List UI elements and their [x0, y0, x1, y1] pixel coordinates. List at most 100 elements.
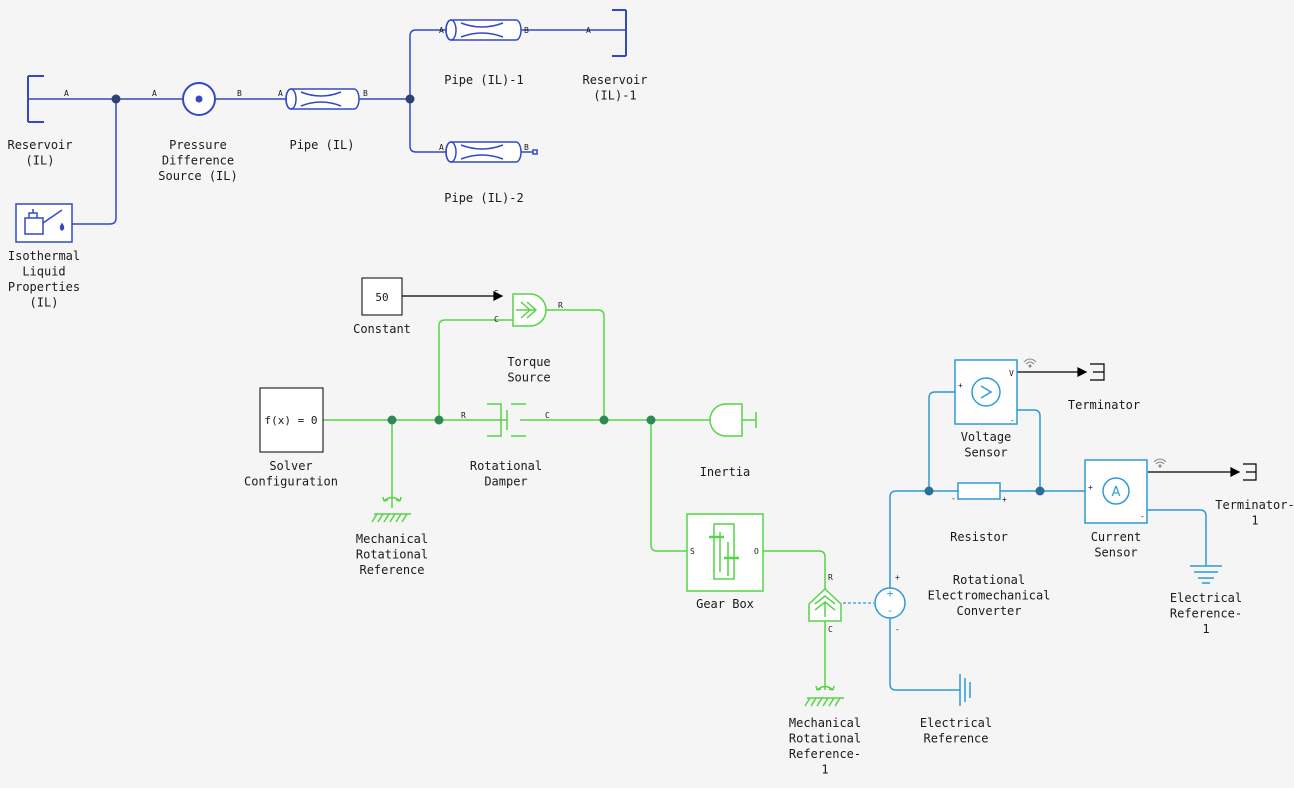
gear-box-label[interactable]: Gear Box [696, 597, 754, 611]
svg-text:V: V [1009, 369, 1014, 378]
pipe-2-block[interactable] [445, 141, 538, 163]
mechanical-reference-1-block[interactable] [804, 685, 844, 707]
constant-block[interactable]: 50 [361, 277, 403, 316]
svg-text:A: A [278, 89, 283, 98]
ammeter-icon: A [1102, 477, 1130, 505]
voltage-sensor-block[interactable] [954, 358, 1037, 425]
connection-line[interactable] [889, 490, 958, 588]
resistor-block[interactable] [957, 482, 1001, 500]
junction-dots [924, 486, 1045, 496]
wifi-icon [1153, 458, 1167, 468]
svg-text:A: A [152, 89, 157, 98]
connection-line[interactable] [72, 99, 117, 225]
connection-line[interactable] [409, 99, 446, 153]
signal-line[interactable] [402, 291, 504, 301]
reservoir-block[interactable] [27, 75, 44, 123]
connection-line[interactable] [546, 309, 605, 420]
current-sensor-block[interactable]: A [1084, 458, 1167, 524]
connection-line[interactable] [409, 29, 446, 99]
svg-text:R: R [461, 411, 466, 420]
inertia-block[interactable] [709, 403, 757, 437]
solver-equation: f(x) = 0 [265, 414, 318, 427]
electrical-reference-block[interactable] [959, 674, 971, 706]
terminator-label[interactable]: Terminator [1068, 398, 1140, 412]
resistor-icon [957, 482, 1001, 500]
electrical-ground-icon [959, 674, 971, 706]
connection-line[interactable] [889, 618, 960, 691]
svg-text:C: C [494, 315, 499, 324]
svg-text:+: + [895, 573, 900, 582]
connection-line[interactable] [763, 550, 826, 589]
svg-text:+: + [1002, 495, 1007, 504]
svg-text:A: A [1112, 485, 1121, 500]
isothermal-liquid-network [28, 29, 626, 225]
pipe-1-block[interactable] [445, 19, 522, 41]
solver-configuration-block[interactable]: f(x) = 0 [259, 387, 324, 453]
resistor-label[interactable]: Resistor [950, 530, 1008, 544]
reservoir-1-block[interactable] [612, 9, 627, 57]
voltmeter-icon [971, 377, 1001, 407]
svg-text:+: + [1088, 483, 1093, 492]
junction-dots [387, 415, 656, 425]
terminator-icon [1243, 463, 1257, 481]
gear-box-block[interactable] [686, 513, 764, 592]
connection-line[interactable] [650, 420, 687, 552]
reservoir-icon [27, 75, 44, 123]
terminator-icon [1090, 363, 1105, 381]
svg-text:C: C [828, 625, 833, 634]
reservoir-label[interactable]: Reservoir(IL) [7, 138, 72, 168]
damper-icon [487, 403, 526, 437]
connection-line[interactable] [1014, 409, 1041, 491]
connection-line[interactable] [928, 391, 955, 491]
pipe-label[interactable]: Pipe (IL) [289, 138, 354, 152]
svg-text:A: A [439, 143, 444, 152]
svg-text:S: S [690, 547, 695, 556]
oil-can-icon [24, 209, 65, 235]
terminator-1-block[interactable] [1243, 463, 1257, 481]
inertia-label[interactable]: Inertia [700, 465, 751, 479]
liquid-properties-block[interactable] [15, 203, 73, 243]
pipe-2-label[interactable]: Pipe (IL)-2 [444, 191, 523, 205]
signal-line[interactable] [1017, 367, 1241, 477]
electrical-reference-1-block[interactable] [1190, 565, 1222, 584]
electromechanical-converter-block[interactable]: + - [808, 587, 906, 622]
pipe-icon [285, 88, 360, 110]
svg-text:-: - [887, 604, 894, 617]
svg-text:-: - [951, 494, 956, 503]
rotational-damper-block[interactable] [487, 403, 526, 437]
reservoir-1-label[interactable]: Reservoir(IL)-1 [582, 73, 647, 103]
connection-line[interactable] [1147, 509, 1207, 566]
connection-line[interactable] [438, 319, 513, 420]
torque-source-block[interactable] [512, 293, 547, 327]
pipe-1-label[interactable]: Pipe (IL)-1 [444, 73, 523, 87]
torque-source-icon [512, 293, 547, 327]
mechanical-network [323, 309, 826, 690]
electrical-network [889, 391, 1207, 691]
svg-text:A: A [439, 26, 444, 35]
terminator-block[interactable] [1090, 363, 1105, 381]
ground-icon [371, 496, 411, 523]
inertia-icon [709, 403, 757, 437]
constant-label[interactable]: Constant [353, 322, 411, 336]
svg-text:+: + [958, 381, 963, 390]
pressure-source-block[interactable] [182, 82, 216, 116]
junction-dots [111, 94, 415, 104]
pipe-block[interactable] [285, 88, 360, 110]
mechanical-reference-block[interactable] [371, 496, 411, 523]
svg-text:A: A [64, 89, 69, 98]
svg-text:+: + [887, 587, 894, 600]
terminator-1-label[interactable]: Terminator-1 [1215, 498, 1294, 528]
